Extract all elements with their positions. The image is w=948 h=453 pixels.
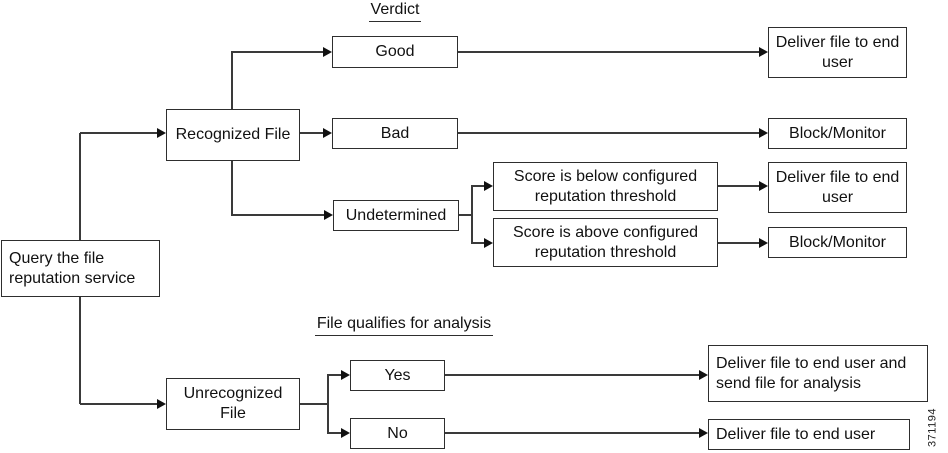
connector-recognized-down-vertical [231,161,233,216]
connector-query-to-recognized [80,132,159,134]
node-deliver-file-no: Deliver file to end user [708,419,910,450]
connector-to-no [327,432,342,434]
verdict-heading-label: Verdict [368,1,422,22]
node-deliver-file-below: Deliver file to end user [768,162,907,213]
connector-to-score-above [471,242,485,244]
arrowhead-into-undetermined [324,210,333,220]
arrowhead-into-deliver-below [759,181,768,191]
connector-no-to-deliver [445,432,700,434]
connector-score-above-to-block [718,242,760,244]
node-score-below-threshold: Score is below configured reputation thr… [493,162,718,211]
arrowhead-into-score-below [484,181,493,191]
node-score-above-threshold: Score is above configured reputation thr… [493,218,718,267]
connector-unrecognized-stub [300,403,328,405]
node-deliver-file-good: Deliver file to end user [768,27,907,78]
analysis-heading: File qualifies for analysis [298,315,510,336]
node-undetermined: Undetermined [333,200,459,231]
connector-recognized-to-bad [300,132,324,134]
connector-score-below-to-deliver [718,185,760,187]
node-query-file-reputation: Query the file reputation service [1,240,160,297]
connector-undetermined-stub [459,214,472,216]
connector-recognized-to-good [231,51,324,53]
connector-bad-to-block [458,132,760,134]
arrowhead-into-bad [323,128,332,138]
connector-recognized-to-undetermined [231,214,325,216]
arrowhead-into-yes [341,370,350,380]
node-unrecognized-file: Unrecognized File [166,378,300,430]
arrowhead-into-good [323,47,332,57]
node-recognized-file: Recognized File [166,109,300,161]
arrowhead-into-no [341,428,350,438]
node-no: No [350,418,445,449]
figure-id-watermark: 371194 [926,408,939,447]
arrowhead-into-block-bad [759,128,768,138]
analysis-heading-label: File qualifies for analysis [314,315,494,336]
arrowhead-into-recognized [157,128,166,138]
connector-unrecognized-split-vertical [327,374,329,434]
arrowhead-into-deliver-yes [699,370,708,380]
node-block-monitor-above: Block/Monitor [768,227,907,258]
connector-undetermined-split-vertical [471,185,473,244]
arrowhead-into-deliver-good [759,47,768,57]
verdict-heading: Verdict [332,1,458,22]
node-block-monitor-bad: Block/Monitor [768,118,907,149]
arrowhead-into-block-above [759,238,768,248]
connector-query-to-unrecognized [80,403,159,405]
node-yes: Yes [350,360,445,391]
connector-to-score-below [471,185,485,187]
arrowhead-into-score-above [484,238,493,248]
connector-good-to-deliver [458,51,760,53]
node-good: Good [332,36,458,68]
arrowhead-into-unrecognized [157,399,166,409]
node-bad: Bad [332,118,458,149]
connector-to-yes [327,374,342,376]
connector-yes-to-deliver [445,374,700,376]
connector-recognized-up-vertical [231,52,233,109]
arrowhead-into-deliver-no [699,428,708,438]
node-deliver-and-analyze: Deliver file to end user and send file f… [708,345,928,402]
